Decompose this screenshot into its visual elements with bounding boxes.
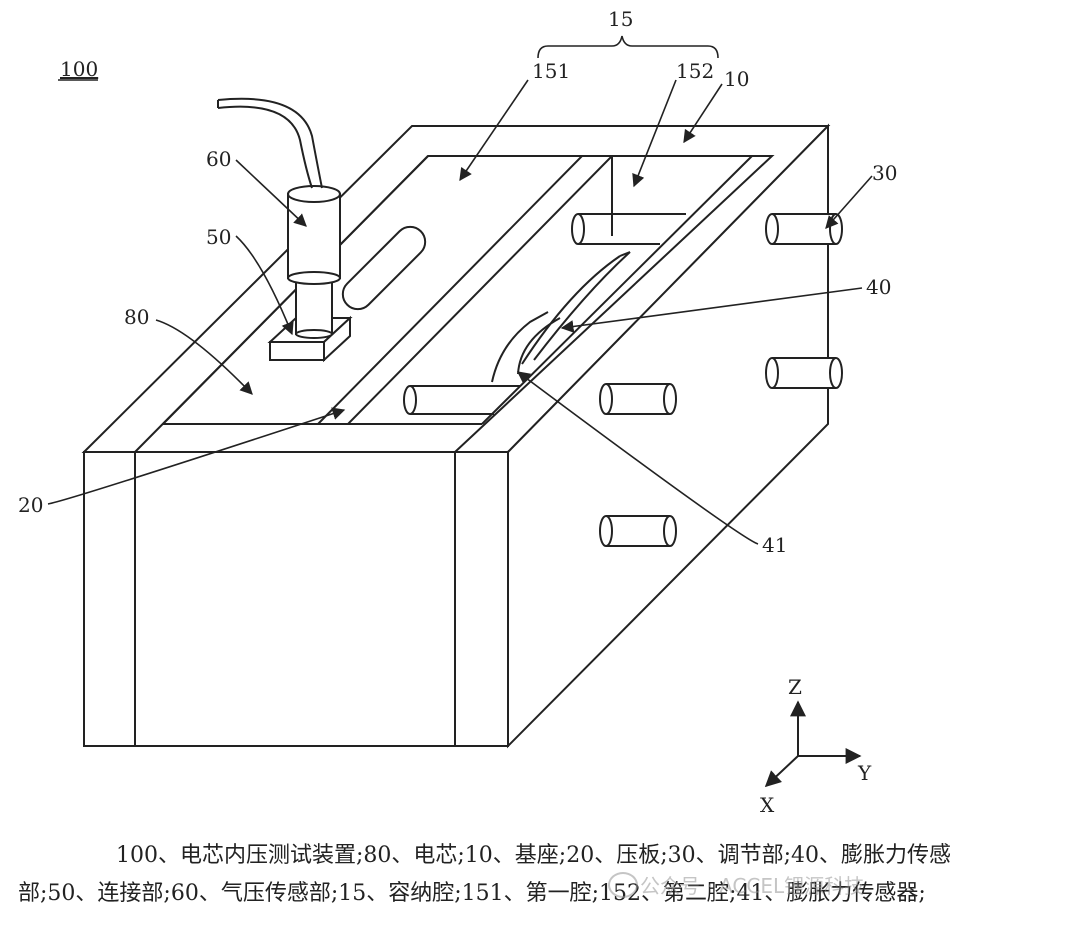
axes-indicator — [764, 700, 862, 788]
label-40: 40 — [866, 275, 891, 299]
label-15: 15 — [608, 7, 633, 31]
rod-right-2 — [765, 357, 843, 389]
rod-face-2 — [599, 515, 677, 547]
watermark: 公众号 · ACCEL锂源科技 — [640, 874, 865, 898]
caption-line-2: 部;50、连接部;60、气压传感部;15、容纳腔;151、第一腔;152、第二腔… — [18, 881, 926, 906]
sensor-assembly — [217, 97, 353, 363]
label-50: 50 — [206, 225, 231, 249]
ref-100: 100 — [60, 57, 98, 81]
slot — [341, 225, 427, 311]
rod-inner-upper — [571, 213, 686, 245]
leader-lines — [47, 79, 873, 545]
rod-right-1 — [765, 213, 843, 245]
label-30: 30 — [872, 161, 897, 185]
axis-z-label: Z — [788, 675, 802, 699]
axis-x-label: X — [760, 793, 775, 817]
rod-inner-lower — [403, 385, 520, 415]
label-80: 80 — [124, 305, 149, 329]
label-10: 10 — [724, 67, 749, 91]
expansion-sensor — [491, 251, 631, 383]
label-151: 151 — [532, 59, 570, 83]
axis-y-label: Y — [857, 761, 872, 785]
label-20: 20 — [18, 493, 43, 517]
label-152: 152 — [676, 59, 714, 83]
label-60: 60 — [206, 147, 231, 171]
adjustment-rods — [403, 213, 843, 547]
label-41: 41 — [762, 533, 787, 557]
brace-15 — [537, 35, 719, 59]
rod-face-1 — [599, 383, 677, 415]
watermark-icon — [608, 872, 638, 898]
caption-line-1: 100、电芯内压测试装置;80、电芯;10、基座;20、压板;30、调节部;40… — [116, 843, 952, 868]
